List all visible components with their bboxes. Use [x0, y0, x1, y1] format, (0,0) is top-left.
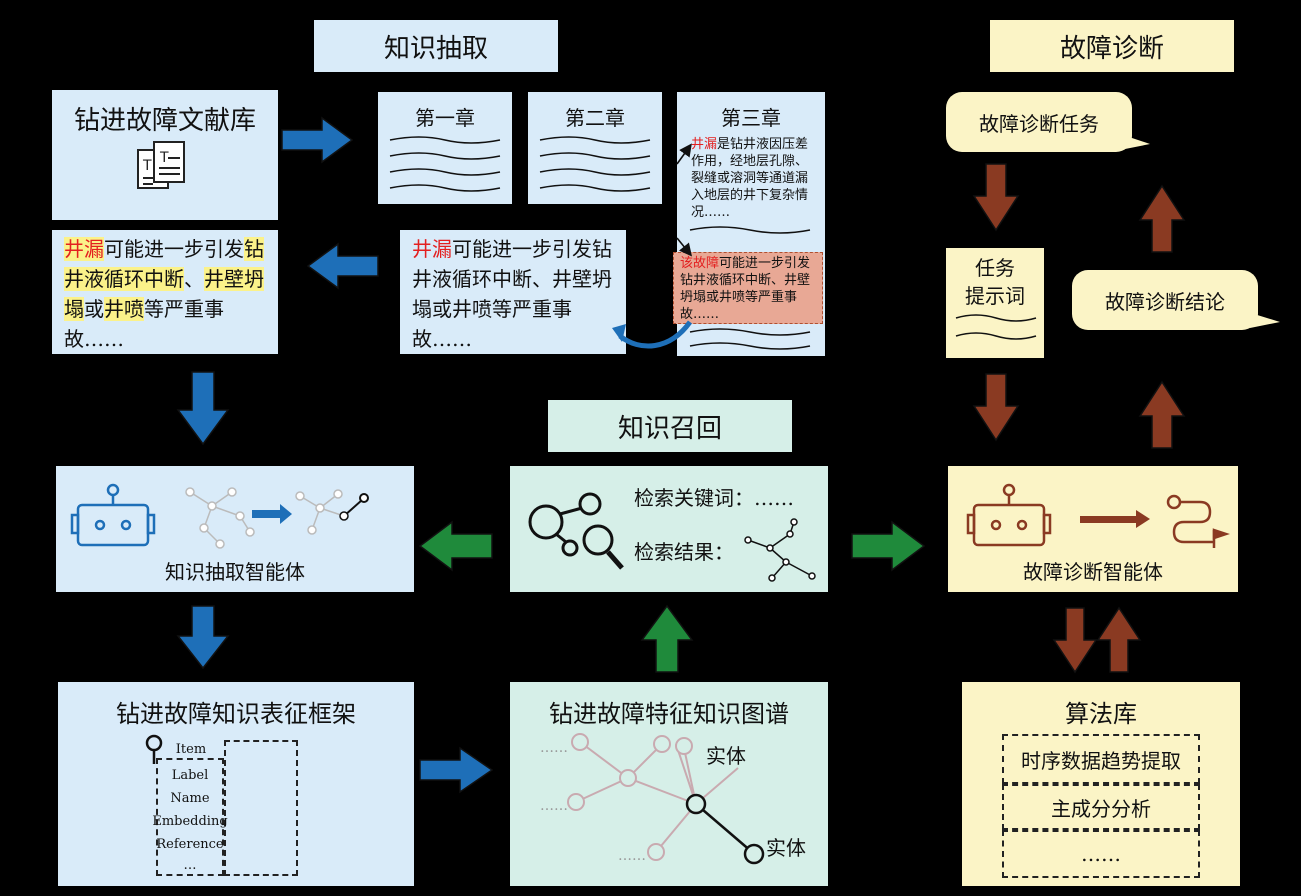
entity-term-highlight: 井漏 — [64, 237, 104, 261]
chapter-3-page: 第三章 井漏是钻井液因压差作用，经地层孔隙、裂缝或溶洞等通道漏入地层的井下复杂情… — [673, 92, 825, 356]
chapter-2-page: 第二章 — [528, 92, 662, 204]
section-title-extraction-text: 知识抽取 — [383, 33, 488, 64]
arrow-para-to-agent — [176, 371, 230, 446]
diagnosis-conclusion-text: 故障诊断结论 — [1105, 289, 1225, 314]
algorithm-item-2: 主成分分析 — [1002, 784, 1200, 830]
framework-right-column — [224, 740, 298, 876]
section-title-recall: 知识召回 — [548, 400, 792, 452]
knowledge-graph-title: 钻进故障特征知识图谱 — [549, 700, 789, 728]
section-title-recall-text: 知识召回 — [617, 413, 722, 444]
arrow-library-to-chapters — [281, 116, 354, 164]
raw-graph-icon — [185, 487, 255, 549]
framework-field-more: … — [183, 858, 197, 873]
chapter-3-text-1: 是钻井液因压差作用，经地层孔隙、裂缝或溶洞等通道漏入地层的井下复杂情况…… — [691, 137, 809, 220]
chapter-3-term-2: 该故障 — [680, 256, 720, 271]
extracted-paragraph-term: 井漏 — [412, 237, 452, 261]
annotated-text-3: 或 — [84, 297, 104, 321]
results-graph-icon — [744, 518, 816, 582]
framework-field-reference: Reference — [156, 837, 224, 852]
knowledge-graph-network — [567, 733, 765, 865]
bubble-tail-task — [1120, 136, 1150, 150]
graph-ellipsis-3: …… — [618, 848, 646, 864]
framework-field-item: Item — [175, 742, 207, 757]
framework-field-name: Name — [170, 791, 210, 806]
bubble-tail-conclusion — [1250, 314, 1280, 328]
framework-field-label: Label — [171, 768, 209, 783]
diagnosis-conclusion-bubble: 故障诊断结论 — [1072, 270, 1258, 330]
chapter-3-paragraph-1: 井漏是钻井液因压差作用，经地层孔隙、裂缝或溶洞等通道漏入地层的井下复杂情况…… — [691, 136, 819, 221]
extracted-paragraph-text: 可能进一步引发钻井液循环中断、井壁坍塌或井喷等严重事故…… — [412, 237, 612, 351]
extracted-paragraph: 井漏可能进一步引发钻井液循环中断、井壁坍塌或井喷等严重事故…… — [412, 234, 620, 354]
diagnosis-robot-icon — [966, 483, 1052, 547]
curved-arrow-extract — [618, 320, 693, 349]
annotated-paragraph-box: 井漏可能进一步引发钻井液循环中断、井壁坍塌或井喷等严重事故…… — [52, 230, 278, 354]
graph-ellipsis-1: …… — [540, 740, 568, 756]
arrow-agent-to-framework — [176, 605, 230, 670]
extracted-paragraph-box: 井漏可能进一步引发钻井液循环中断、井壁坍塌或井喷等严重事故…… — [400, 230, 626, 354]
algorithm-item-3-text: …… — [1081, 842, 1121, 866]
section-title-extraction: 知识抽取 — [314, 20, 558, 72]
algorithm-library-title: 算法库 — [1065, 700, 1137, 728]
recall-keywords: 检索关键词：…… — [634, 486, 794, 510]
extracted-graph-icon — [295, 489, 369, 535]
framework-left-column — [156, 758, 224, 876]
section-title-diagnosis: 故障诊断 — [990, 20, 1234, 72]
algorithm-item-1: 时序数据趋势提取 — [1002, 734, 1200, 784]
algorithm-library-box: 算法库 时序数据趋势提取 主成分分析 …… — [962, 682, 1240, 886]
extraction-agent-label: 知识抽取智能体 — [165, 560, 305, 584]
arrow-mid-to-left — [306, 242, 379, 290]
diagnosis-task-text: 故障诊断任务 — [979, 111, 1099, 136]
section-title-diagnosis-text: 故障诊断 — [1059, 33, 1164, 64]
chapter-3-title: 第三章 — [721, 106, 781, 130]
diagnosis-agent-label: 故障诊断智能体 — [1023, 560, 1163, 584]
framework-box: 钻进故障知识表征框架 Item Label Name Embedding Ref… — [58, 682, 414, 886]
annotated-text-1: 可能进一步引发 — [104, 237, 244, 261]
graph-entity-label-1: 实体 — [706, 744, 746, 768]
chapter-2-title: 第二章 — [565, 106, 625, 130]
knowledge-graph-box: 钻进故障特征知识图谱 实体 实体 …… …… …… — [510, 682, 828, 886]
recall-box: 检索关键词：…… 检索结果： — [510, 466, 828, 592]
task-prompt-page: 任务提示词 — [946, 248, 1044, 358]
literature-library-box: 钻进故障文献库 T T — [52, 90, 278, 220]
framework-node-icon — [145, 734, 163, 764]
chapter-1-title: 第一章 — [415, 106, 475, 130]
chapter-3-text-2: 可能进一步引发钻井液循环中断、井壁坍塌或井喷等严重事故…… — [680, 256, 811, 322]
arrow-recall-to-extraction — [418, 520, 493, 572]
arrow-recall-to-diagnosis — [851, 520, 926, 572]
arrow-graph-to-recall — [640, 604, 694, 673]
chapter-1-page: 第一章 — [378, 92, 512, 204]
recall-results: 检索结果： — [634, 540, 734, 564]
route-flag-icon — [1166, 494, 1230, 548]
annotated-text-4: 等严重事故…… — [64, 297, 224, 351]
diagnosis-process-arrow — [1080, 510, 1150, 528]
task-prompt-line-1: 任务 — [975, 256, 1015, 280]
annotated-text-2: 、 — [184, 267, 204, 291]
extraction-process-arrow — [252, 504, 292, 524]
extraction-robot-icon — [70, 483, 156, 547]
entity-highlight-3: 井喷 — [104, 297, 144, 321]
annotated-paragraph: 井漏可能进一步引发钻井液循环中断、井壁坍塌或井喷等严重事故…… — [64, 234, 274, 354]
chapter-text-lines — [389, 136, 1037, 350]
search-graph-icon — [528, 492, 624, 570]
chapter-3-term-1: 井漏 — [691, 137, 718, 152]
svg-text:T: T — [142, 158, 152, 174]
document-icon: T T — [137, 141, 185, 189]
framework-title: 钻进故障知识表征框架 — [116, 700, 356, 728]
svg-text:T: T — [159, 150, 169, 166]
diagnosis-flow-arrows — [972, 163, 1186, 674]
graph-entity-label-2: 实体 — [766, 836, 806, 860]
task-prompt-line-2: 提示词 — [965, 284, 1025, 308]
framework-field-embedding: Embedding — [152, 814, 228, 829]
graph-ellipsis-2: …… — [540, 798, 568, 814]
chapter-3-highlighted-paragraph: 该故障可能进一步引发钻井液循环中断、井壁坍塌或井喷等严重事故…… — [673, 252, 823, 324]
algorithm-item-2-text: 主成分分析 — [1051, 796, 1151, 821]
arrow-framework-to-graph — [419, 746, 494, 794]
literature-library-title: 钻进故障文献库 — [73, 106, 256, 136]
diagnosis-task-bubble: 故障诊断任务 — [946, 92, 1132, 152]
algorithm-item-1-text: 时序数据趋势提取 — [1021, 748, 1181, 773]
algorithm-item-3: …… — [1002, 830, 1200, 878]
